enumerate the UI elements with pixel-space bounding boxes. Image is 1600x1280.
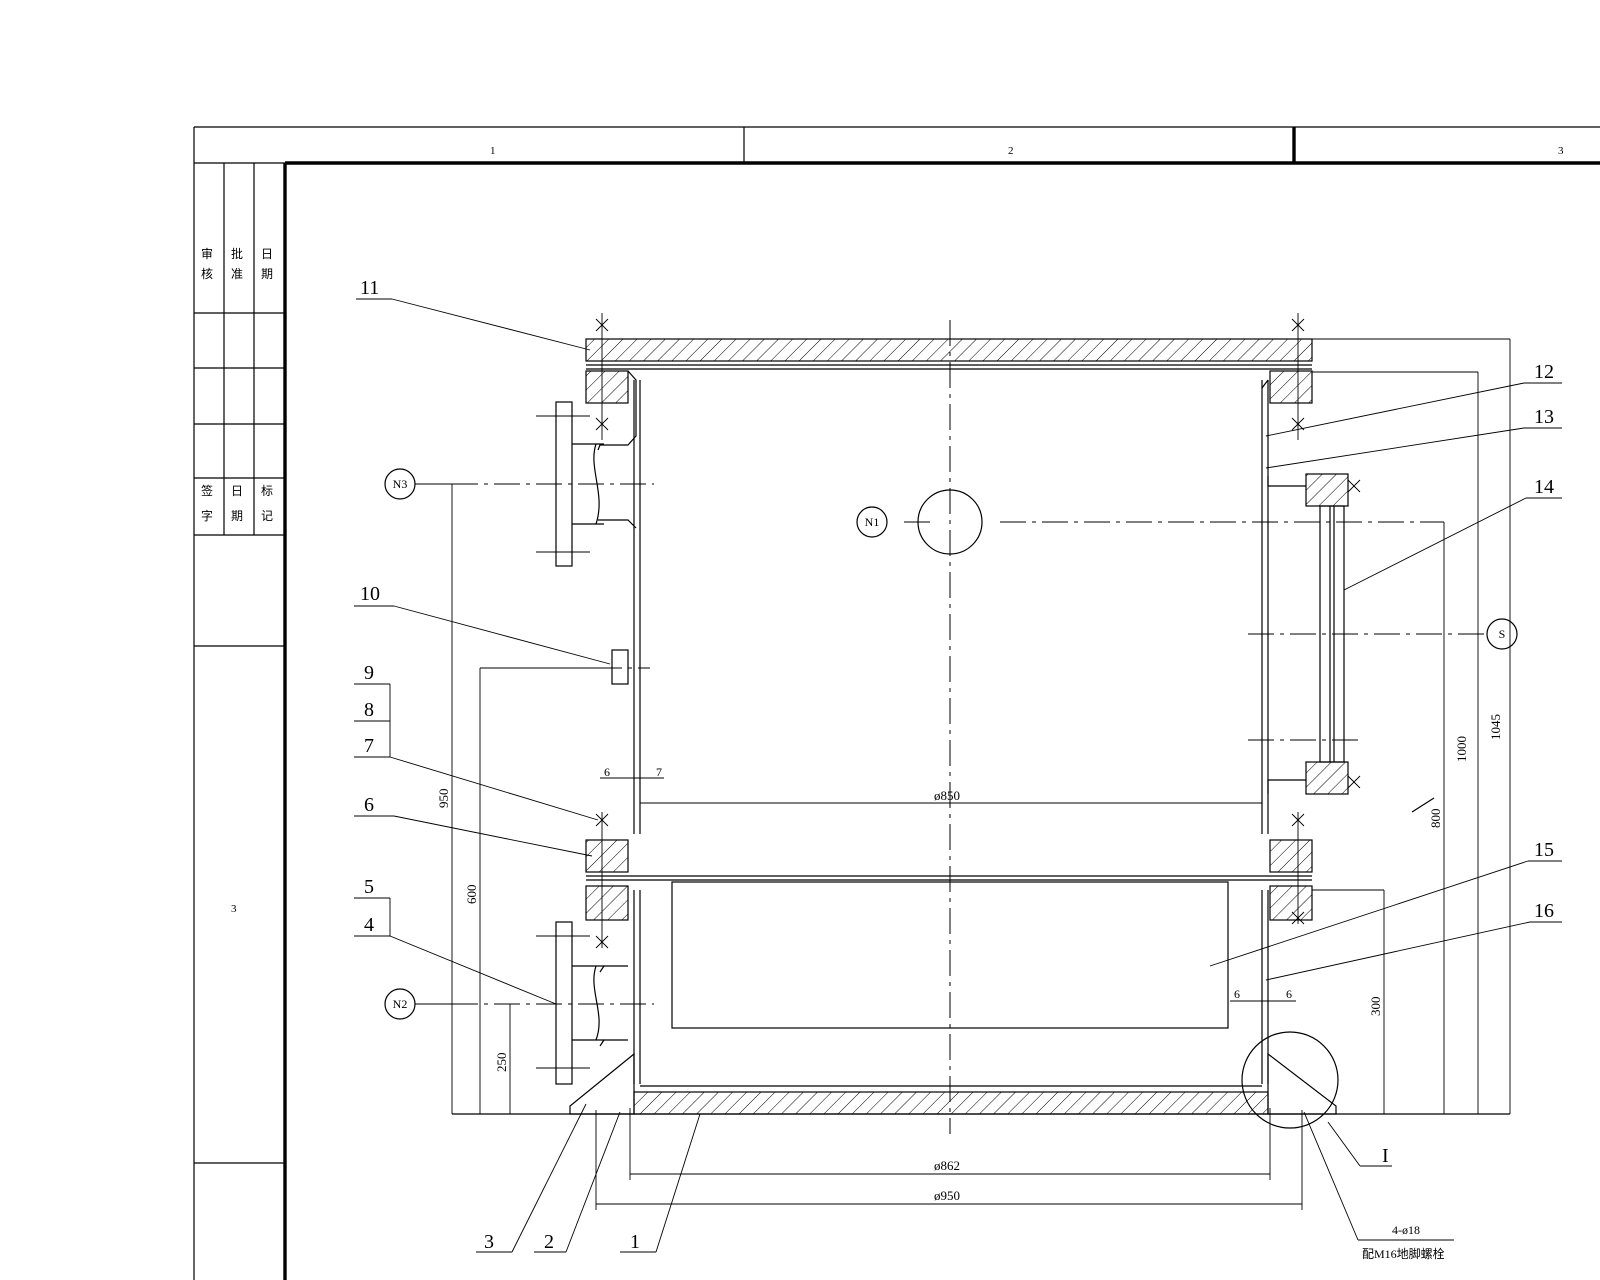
nozzle-bubble-n1: N1	[856, 506, 888, 538]
right-support-leg	[1267, 1052, 1337, 1115]
sidebar-char: 期	[231, 509, 243, 523]
sidebar-char: 标	[261, 484, 273, 498]
callout-8: 8	[364, 699, 374, 721]
dim-height-300: 300	[1368, 997, 1383, 1017]
sidebar-char: 记	[261, 509, 273, 523]
nozzle-bubble-s: S	[1486, 618, 1518, 650]
nozzle-n2	[536, 921, 604, 1085]
dim-height-250: 250	[494, 1053, 509, 1073]
top-right-flange	[1269, 370, 1313, 404]
center-lines	[452, 320, 1486, 1134]
callout-5: 5	[364, 876, 374, 898]
nozzle-bubble-n2: N2	[384, 988, 452, 1020]
callout-11: 11	[360, 277, 379, 299]
dim-height-600: 600	[464, 885, 479, 905]
bottom-base-plate	[633, 1091, 1269, 1115]
sidebar-char: 核	[201, 267, 213, 281]
sidebar-char: 批	[231, 246, 243, 261]
callout-2: 2	[544, 1231, 554, 1253]
column-1-label: 1	[490, 145, 496, 157]
column-2-label: 2	[1008, 145, 1014, 157]
nozzle-bubble-n3: N3	[384, 468, 452, 500]
sidebar-char: 审	[201, 246, 213, 261]
callout-10: 10	[360, 583, 380, 605]
sidebar-char: 字	[201, 508, 213, 523]
callout-14: 14	[1534, 476, 1554, 498]
callout-13: 13	[1534, 406, 1554, 428]
sidebar-char: 日	[261, 247, 273, 261]
callout-6: 6	[364, 794, 374, 816]
bolt-note-holes: 4-ø18	[1392, 1223, 1420, 1237]
dim-shell-diameter: ø862	[934, 1158, 960, 1173]
callout-7: 7	[364, 735, 374, 757]
middle-right-flange-lower	[1269, 885, 1313, 921]
dim-height-800: 800	[1428, 809, 1443, 829]
svg-text:S: S	[1499, 627, 1506, 641]
column-3-label: 3	[1558, 145, 1564, 157]
callout-15: 15	[1534, 839, 1554, 861]
bolt-marks	[595, 313, 1361, 949]
section-mark-right-a: 6	[1234, 987, 1240, 1001]
dimension-lines	[451, 338, 1511, 1210]
left-support-leg	[569, 1052, 635, 1115]
callout-4: 4	[364, 914, 374, 936]
sidebar-char: 日	[231, 484, 243, 498]
middle-left-flange-upper	[585, 839, 629, 873]
section-mark-left-a: 6	[604, 765, 610, 779]
vessel-body	[452, 338, 1510, 1115]
svg-text:N2: N2	[393, 997, 408, 1011]
svg-text:N1: N1	[865, 515, 880, 529]
callout-9: 9	[364, 662, 374, 684]
callout-detail-i: I	[1382, 1145, 1389, 1167]
drawing-frame	[193, 126, 1600, 1280]
dim-bolt-circle: ø950	[934, 1188, 960, 1203]
callout-leaders	[354, 298, 1562, 1253]
middle-right-flange-upper	[1269, 839, 1313, 873]
dim-height-1000: 1000	[1454, 736, 1469, 762]
callout-3: 3	[484, 1231, 494, 1253]
section-mark-left-b: 7	[656, 765, 662, 779]
sidebar-char: 期	[261, 267, 273, 281]
sidebar-char: 准	[231, 267, 243, 281]
top-cover-plate	[585, 338, 1313, 362]
callout-1: 1	[630, 1231, 640, 1253]
dim-height-950: 950	[436, 789, 451, 809]
bolt-note-anchor-bolts: 配M16地脚螺栓	[1362, 1246, 1445, 1261]
svg-text:N3: N3	[393, 477, 408, 491]
section-mark-right-b: 6	[1286, 987, 1292, 1001]
nozzle-n1-opening	[917, 489, 983, 555]
small-boss	[611, 649, 629, 685]
middle-left-flange-lower	[585, 885, 629, 921]
dim-inner-diameter: ø850	[934, 788, 960, 803]
callout-16: 16	[1534, 900, 1554, 922]
detail-i-circle	[1241, 1031, 1339, 1129]
top-left-flange	[585, 370, 629, 404]
callout-12: 12	[1534, 361, 1554, 383]
sidebar-char: 签	[201, 483, 213, 498]
dim-height-1045: 1045	[1488, 714, 1503, 740]
row-3-label: 3	[231, 903, 237, 915]
